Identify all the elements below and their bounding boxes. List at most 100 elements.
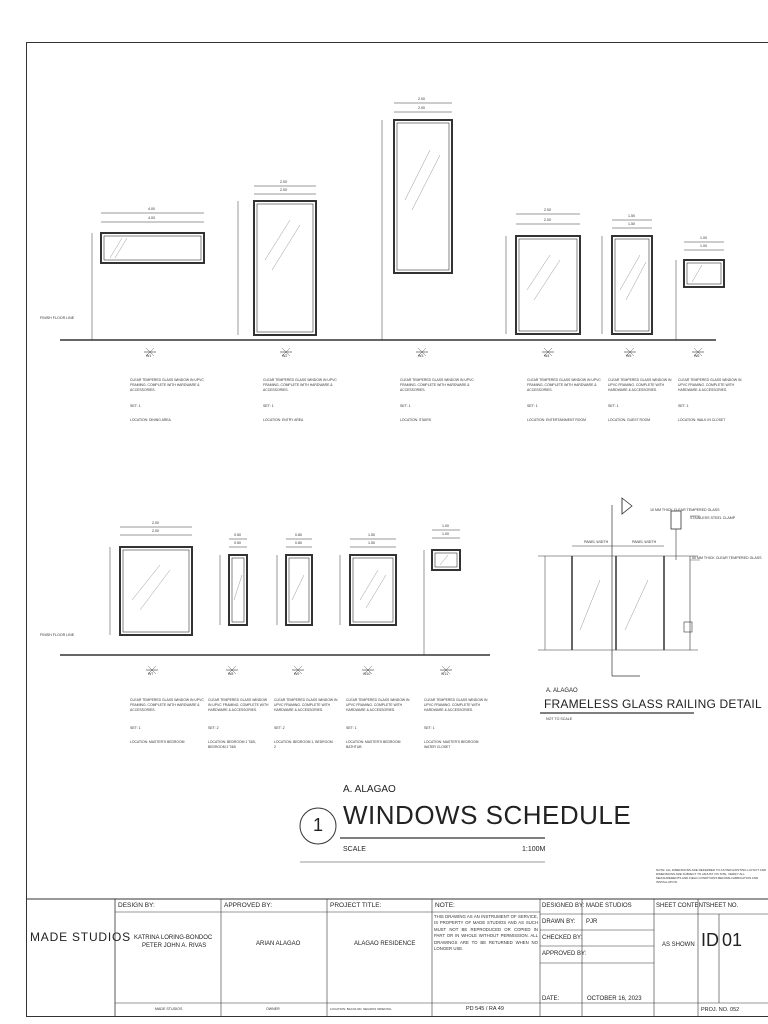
window-w9	[276, 538, 313, 626]
note-text: THIS DRAWING AS AN INSTRUMENT OF SERVICE…	[434, 914, 538, 952]
schedule-number: 1	[313, 815, 324, 835]
design-by-label: DESIGN BY:	[118, 902, 155, 909]
window-w4	[505, 213, 581, 335]
loc-w1: LOCATION: DINING AREA	[130, 418, 171, 422]
sheet-code: ID	[701, 930, 719, 950]
title-block-grid	[26, 898, 768, 1017]
tag-w2: W2	[282, 354, 288, 358]
tag-w6: W6	[694, 354, 700, 358]
sheet-content-value: AS SHOWN	[662, 942, 695, 948]
date-label: DATE:	[542, 996, 560, 1002]
dim-w8-inner: 0.50	[234, 541, 241, 545]
window-w2	[237, 185, 317, 336]
dim-w1-inner: 4.00	[148, 216, 155, 220]
window-w10	[339, 538, 397, 626]
dim-w11-inner: 1.00	[442, 532, 449, 536]
loc-w2: LOCATION: ENTRY AREA	[263, 418, 304, 422]
spec-w6: CLEAR TEMPERED GLASS WINDOW IN UPVC FRAM…	[678, 378, 742, 392]
sheet-no-label: SHEET NO.	[706, 903, 739, 909]
schedule-scale-label: SCALE	[343, 846, 366, 853]
dim-w11: 1.00	[442, 524, 449, 528]
dim-w2-inner: 2.00	[280, 188, 287, 192]
checked-by-label: CHECKED BY:	[542, 935, 583, 941]
code-ref: PD 545 / RA 49	[466, 1006, 504, 1012]
spec-w11: CLEAR TEMPERED GLASS WINDOW IN UPVC FRAM…	[424, 698, 488, 712]
schedule-scale-value: 1:100M	[522, 846, 546, 853]
drawing-sheet	[26, 42, 768, 1017]
loc-w3: LOCATION: STAIRS	[400, 418, 431, 422]
set-w7: SET: 1	[130, 726, 141, 730]
spec-w3: CLEAR TEMPERED GLASS WINDOW IN UPVC FRAM…	[400, 378, 474, 392]
railing-callout-3: 50 MM THICK CLEAR TEMPERED GLASS	[692, 556, 762, 560]
note-label: NOTE:	[435, 902, 455, 909]
dim-w3: 2.00	[418, 97, 425, 101]
designer-2: PETER JOHN A. RIVAS	[142, 943, 207, 949]
spec-w10: CLEAR TEMPERED GLASS WINDOW IN UPVC FRAM…	[346, 698, 410, 712]
schedule-number-circle	[299, 807, 337, 845]
approver-name: ARIAN ALAGAO	[256, 941, 301, 947]
loc-w11: LOCATION: MASTER'S BEDROOM WATER CLOSET	[424, 740, 479, 749]
tag-w9: W9	[294, 672, 300, 676]
dim-w6-inner: 1.00	[700, 244, 707, 248]
loc-w7: LOCATION: MASTER'S BEDROOM	[130, 740, 185, 744]
dim-w10: 1.50	[368, 533, 375, 537]
window-w11	[423, 529, 461, 655]
set-w8: SET: 2	[208, 726, 219, 730]
approved-sub: OWNER	[266, 1007, 280, 1011]
spec-w7: CLEAR TEMPERED GLASS WINDOW IN UPVC FRAM…	[130, 698, 204, 712]
dim-w7-inner: 2.00	[152, 529, 159, 533]
railing-scale: NOT TO SCALE	[546, 717, 573, 721]
set-w6: SET: 1	[678, 404, 689, 408]
dim-w3-inner: 2.00	[418, 106, 425, 110]
railing-drawing	[538, 497, 700, 677]
window-w7	[109, 526, 193, 636]
designed-by-value: MADE STUDIOS	[586, 903, 632, 909]
tag-w7: W7	[148, 672, 154, 676]
dim-w6: 1.00	[700, 236, 707, 240]
dim-w9: 0.80	[295, 533, 302, 537]
window-w6	[675, 241, 725, 340]
drawn-by-value: PJR	[586, 919, 598, 925]
set-w9: SET: 2	[274, 726, 285, 730]
dim-w10-inner: 1.50	[368, 541, 375, 545]
tag-w5: W5	[626, 354, 632, 358]
loc-w5: LOCATION: GUEST ROOM	[608, 418, 651, 422]
approved-by2-label: APPROVED BY:	[542, 951, 587, 957]
project-number: PROJ. NO. 052	[701, 1007, 740, 1013]
date-value: OCTOBER 16, 2023	[587, 996, 642, 1002]
dim-w4: 2.00	[544, 208, 551, 212]
dim-w5: 1.50	[628, 214, 635, 218]
railing-title: FRAMELESS GLASS RAILING DETAIL	[544, 697, 762, 711]
design-by-sub: MADE STUDIOS	[155, 1007, 183, 1011]
spec-w9: CLEAR TEMPERED GLASS WINDOW IN UPVC FRAM…	[274, 698, 338, 712]
set-w4: SET: 1	[527, 404, 538, 408]
schedule-prefix: A. ALAGAO	[343, 784, 396, 795]
tag-w10: W10	[363, 672, 371, 676]
set-w2: SET: 1	[263, 404, 274, 408]
spec-w2: CLEAR TEMPERED GLASS WINDOW IN UPVC FRAM…	[263, 378, 337, 392]
set-w11: SET: 1	[424, 726, 435, 730]
designer-1: KATRINA LORING-BONDOC	[134, 935, 213, 941]
company-name: MADE STUDIOS	[30, 930, 131, 944]
railing-callout-1: 10 MM THICK CLEAR TEMPERED GLASS	[650, 508, 720, 512]
designed-by-label: DESIGNED BY:	[542, 903, 585, 909]
window-w1	[91, 212, 205, 340]
loc-w9: LOCATION: BEDROOM 1, BEDROOM 2	[274, 740, 333, 749]
project-title-label: PROJECT TITLE:	[330, 902, 382, 909]
dim-w1: 4.00	[148, 207, 155, 211]
set-w1: SET: 1	[130, 404, 141, 408]
row2-tags	[146, 665, 452, 675]
general-note: NOTE: ALL DIMENSIONS ARE REFERRED TO AS …	[656, 868, 767, 884]
spec-w5: CLEAR TEMPERED GLASS WINDOW IN UPVC FRAM…	[608, 378, 672, 392]
dim-w4-inner: 2.00	[544, 218, 551, 222]
window-w5	[601, 219, 653, 335]
project-name: ALAGAO RESIDENCE	[354, 941, 416, 947]
floor-label-row2: FINISH FLOOR LINE	[40, 633, 75, 637]
tag-w8: W8	[228, 672, 234, 676]
spec-w1: CLEAR TEMPERED GLASS WINDOW IN UPVC FRAM…	[130, 378, 204, 392]
loc-w6: LOCATION: WALK IN CLOSET	[678, 418, 726, 422]
schedule-title: WINDOWS SCHEDULE	[343, 800, 632, 830]
window-w8	[219, 538, 248, 626]
dim-w8: 0.50	[234, 533, 241, 537]
spec-w8: CLEAR TEMPERED GLASS WINDOW IN UPVC FRAM…	[208, 698, 269, 712]
